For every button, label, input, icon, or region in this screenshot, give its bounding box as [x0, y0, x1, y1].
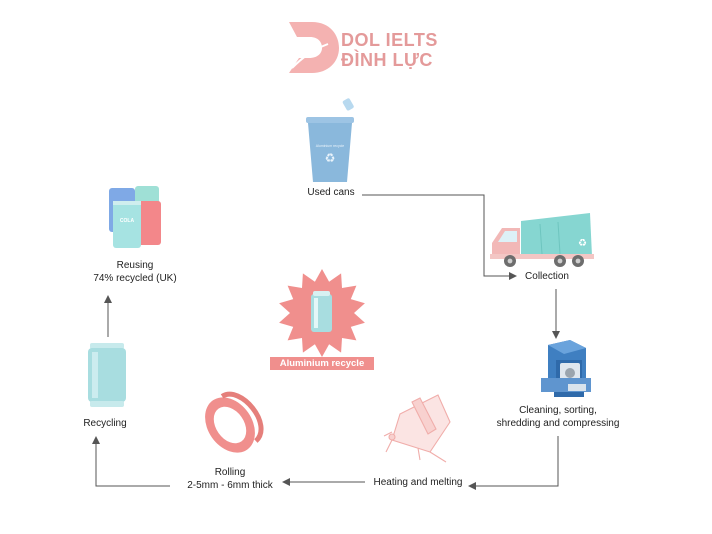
label-cleaning: Cleaning, sorting, shredding and compres…	[490, 404, 626, 430]
logo-line-2: ĐÌNH LỰC	[341, 50, 433, 70]
svg-text:♻: ♻	[578, 238, 587, 249]
label-recycling: Recycling	[83, 418, 127, 429]
arrow-rolling-to-recycling	[92, 436, 170, 487]
label-reusing-line-1: Reusing	[116, 260, 154, 271]
label-used-cans: Used cans	[307, 187, 355, 198]
center-title: Aluminium recycle	[270, 357, 374, 370]
label-collection: Collection	[525, 271, 569, 282]
label-rolling: Rolling 2-5mm - 6mm thick	[178, 466, 282, 492]
logo-text: DOL IELTS ĐÌNH LỰC	[341, 30, 438, 70]
label-rolling-line-1: Rolling	[214, 467, 246, 478]
label-reusing-line-2: 74% recycled (UK)	[93, 273, 177, 284]
label-reusing: Reusing 74% recycled (UK)	[80, 259, 190, 285]
cans-brand-text: COLA	[120, 218, 135, 224]
label-cleaning-line-2: shredding and compressing	[496, 418, 620, 429]
logo-line-1: DOL IELTS	[341, 30, 438, 50]
label-rolling-line-2: 2-5mm - 6mm thick	[187, 480, 273, 491]
arrow-cleaning-to-heating	[468, 436, 559, 490]
label-cleaning-line-1: Cleaning, sorting,	[519, 405, 597, 416]
svg-text:♻: ♻	[325, 151, 336, 165]
arrow-used-cans-to-collection	[362, 194, 517, 280]
label-heating: Heating and melting	[373, 477, 463, 488]
bin-caption: Aluminium recycle	[316, 144, 344, 148]
